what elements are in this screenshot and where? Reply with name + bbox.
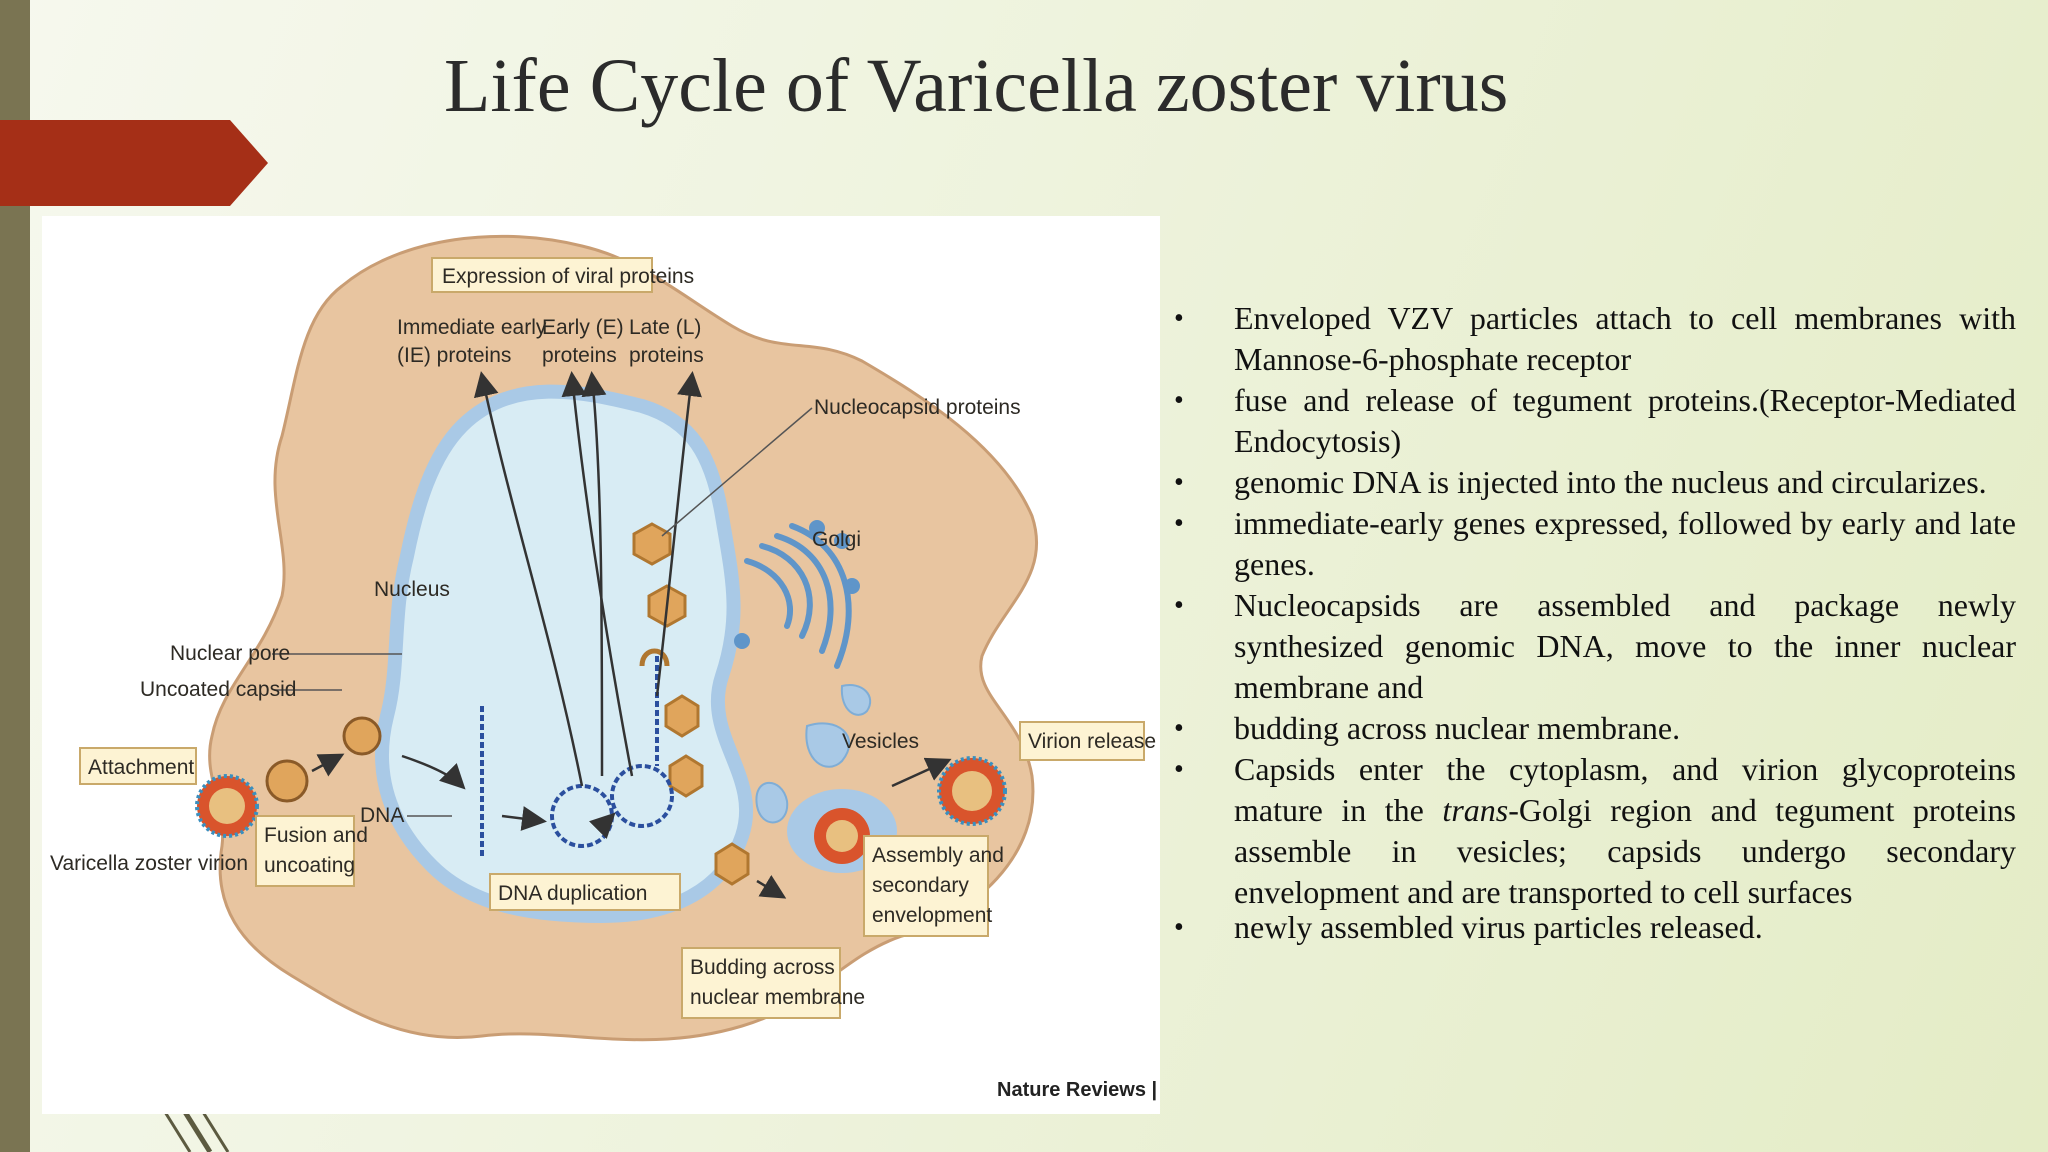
label-box-attachment: [79, 747, 197, 785]
label-dna-duplication: DNA duplication: [498, 882, 647, 905]
label-ie-1: Immediate early: [397, 316, 547, 339]
label-nucleocapsid-proteins: Nucleocapsid proteins: [814, 396, 1021, 419]
bullet-text-italic: trans: [1442, 792, 1509, 828]
bullet-item: Nucleocapsids are assembled and package …: [1172, 585, 2016, 708]
label-box-budding: [681, 947, 841, 1019]
bullet-item: newly assembled virus particles released…: [1172, 907, 2016, 948]
figure-credit: Nature Reviews | Mi: [997, 1079, 1160, 1101]
bullet-list: Enveloped VZV particles attach to cell m…: [1172, 298, 2016, 948]
bullet-item: genomic DNA is injected into the nucleus…: [1172, 462, 2016, 503]
label-box-assembly: [863, 835, 989, 937]
label-late-1: Late (L): [629, 316, 701, 339]
label-uncoated-capsid: Uncoated capsid: [140, 678, 296, 701]
label-assembly-2: secondary: [872, 874, 969, 897]
uncoating-capsids: [265, 716, 382, 803]
label-assembly-3: envelopment: [872, 904, 992, 927]
life-cycle-diagram: Expression of viral proteins Immediate e…: [50, 234, 1160, 1101]
label-budding-1: Budding across: [690, 956, 835, 979]
bullet-item: immediate-early genes expressed, followe…: [1172, 503, 2016, 585]
bullet-item: Enveloped VZV particles attach to cell m…: [1172, 298, 2016, 380]
nucleocapsids: [632, 522, 750, 886]
label-expression: Expression of viral proteins: [442, 265, 694, 288]
slide-title: Life Cycle of Varicella zoster virus: [444, 44, 1509, 128]
partial-capsid: [639, 648, 670, 667]
bullet-item: Capsids enter the cytoplasm, and virion …: [1172, 749, 2016, 913]
label-early-2: proteins: [542, 344, 617, 367]
life-cycle-figure: Expression of viral proteins Immediate e…: [42, 216, 1160, 1114]
label-early-1: Early (E): [542, 316, 624, 339]
label-varicella-virion: Varicella zoster virion: [50, 852, 248, 875]
label-ie-2: (IE) proteins: [397, 344, 511, 367]
label-dna: DNA: [360, 804, 404, 827]
credit-main: Nature Reviews |: [997, 1079, 1160, 1101]
label-box-dna-duplication: [489, 873, 681, 911]
label-assembly-1: Assembly and: [872, 844, 1004, 867]
label-nucleus: Nucleus: [374, 578, 450, 601]
label-box-virion-release: [1019, 721, 1145, 761]
label-fusion-1: Fusion and: [264, 824, 368, 847]
label-vesicles: Vesicles: [842, 730, 919, 753]
virion-release: [937, 756, 1007, 826]
label-box-fusion: [255, 815, 355, 887]
label-golgi: Golgi: [812, 528, 861, 551]
label-late-2: proteins: [629, 344, 704, 367]
flow-arrows: [311, 371, 952, 899]
title-arrow-marker: [0, 120, 268, 206]
bullet-item: budding across nuclear membrane.: [1172, 708, 2016, 749]
bullet-item: fuse and release of tegument proteins.(R…: [1172, 380, 2016, 462]
label-nuclear-pore: Nuclear pore: [170, 642, 290, 665]
label-virion-release: Virion release: [1028, 730, 1156, 753]
nucleus: [375, 384, 754, 924]
label-budding-2: nuclear membrane: [690, 986, 865, 1009]
label-attachment: Attachment: [88, 756, 194, 779]
vesicles: [755, 684, 872, 824]
label-fusion-2: uncoating: [264, 854, 355, 877]
label-box-expression: [431, 257, 653, 293]
bullet-text-pre: Capsids enter the cytoplasm, and virion …: [1234, 751, 2016, 828]
golgi-apparatus: [734, 520, 860, 669]
leader-nucleocapsid: [661, 407, 813, 537]
virion-attachment: [195, 774, 259, 838]
bullet-text-post: -Golgi region and tegument proteins asse…: [1234, 792, 2017, 910]
